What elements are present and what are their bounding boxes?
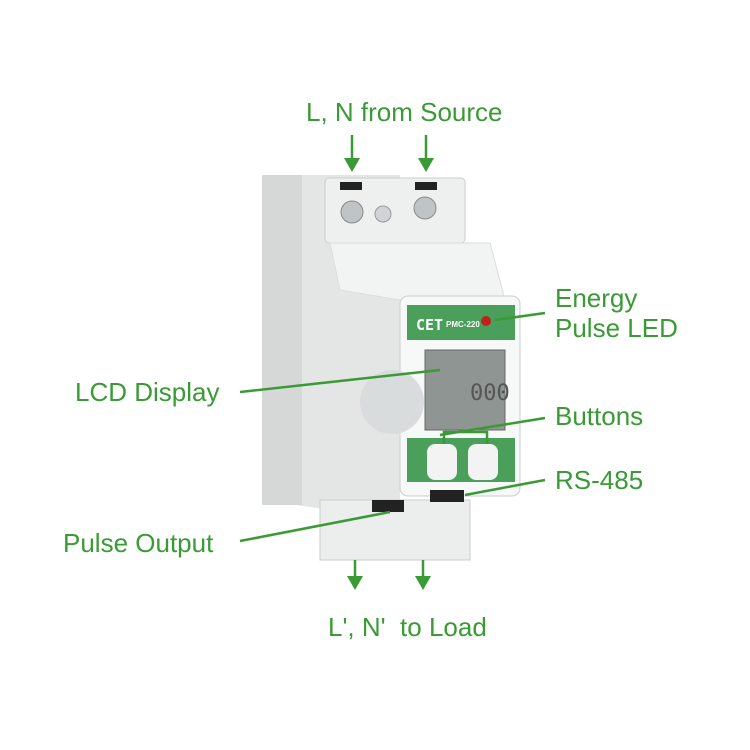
- label-buttons: Buttons: [555, 401, 644, 431]
- label-source: L, N from Source: [306, 97, 503, 127]
- label-energy-led-2: Pulse LED: [555, 313, 678, 343]
- label-load: L', N' to Load: [328, 612, 487, 642]
- label-pulse-output: Pulse Output: [63, 528, 214, 558]
- label-energy-led-1: Energy: [555, 283, 638, 313]
- label-rs485: RS-485: [555, 465, 644, 495]
- label-lcd-display: LCD Display: [75, 377, 220, 407]
- svg-text:000: 000: [470, 381, 510, 406]
- din-rail-meter: 000: [262, 175, 521, 561]
- model-number: PMC-220: [446, 320, 480, 329]
- callout-lines: [239, 135, 546, 590]
- brand-logo: CET: [416, 316, 444, 334]
